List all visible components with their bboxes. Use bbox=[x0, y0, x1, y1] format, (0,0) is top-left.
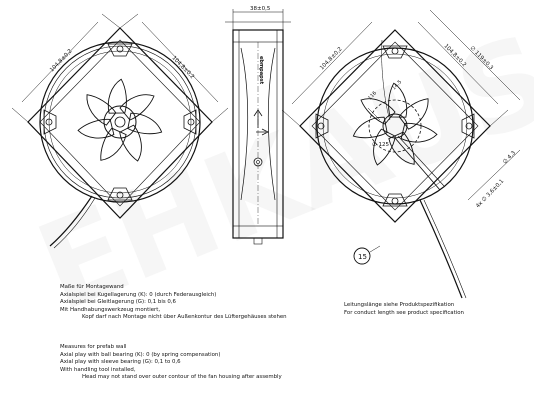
note-en-4: With handling tool installed, bbox=[60, 366, 136, 373]
balloon-label: 15 bbox=[358, 253, 367, 261]
note-en-3: Axial play with sleeve bearing (G): 0,1 … bbox=[60, 359, 181, 366]
note-de-1: Maße für Montagewand bbox=[60, 284, 124, 290]
note-lead-en: For conduct length see product specifica… bbox=[344, 309, 464, 316]
side-label: ebmpapst bbox=[258, 56, 264, 85]
back-view-right bbox=[281, 9, 521, 299]
dim-right-dia-holes: 4x ∅ 3,6±0,1 bbox=[475, 178, 505, 209]
note-lead-de: Leitungslänge siehe Produktspezifikation bbox=[344, 302, 455, 308]
dim-right-a-small: 14,5 bbox=[391, 79, 403, 91]
note-de-5: Kopf darf nach Montage nicht über Außenk… bbox=[82, 314, 287, 321]
note-de-2: Axialspiel bei Kugellagerung (K): 0 (dur… bbox=[60, 291, 217, 298]
note-en-2: Axial play with ball bearing (K): 0 (by … bbox=[60, 351, 221, 358]
notes-german: Maße für Montagewand Axialspiel bei Kuge… bbox=[60, 284, 287, 322]
notes-lead-length: Leitungslänge siehe Produktspezifikation… bbox=[344, 302, 464, 317]
dim-right-b-small: 116 bbox=[367, 90, 378, 101]
note-de-4: Mit Handhabungswerkzeug montiert, bbox=[60, 306, 161, 313]
front-view-left bbox=[11, 13, 229, 249]
note-de-3: Axialspiel bei Gleitlagerung (G): 0,1 bi… bbox=[60, 299, 176, 306]
dim-left-a: 104,8±0,2 bbox=[49, 48, 74, 73]
dim-right-dia-center: ∅ 125 bbox=[372, 142, 390, 148]
dim-right-a: 104,8±0,2 bbox=[443, 43, 468, 68]
dim-side-width: 38±0,5 bbox=[250, 6, 271, 12]
notes-english: Measures for prefab wall Axial play with… bbox=[60, 344, 282, 382]
note-en-1: Measures for prefab wall bbox=[60, 344, 127, 350]
side-view bbox=[225, 9, 291, 245]
dim-right-dia-small: ∅ 4,3 bbox=[502, 150, 517, 166]
dim-right-phi: ∅ 119±0,3 bbox=[469, 45, 495, 71]
note-en-5: Head may not stand over outer contour of… bbox=[82, 374, 282, 381]
dim-right-b: 104,8±0,2 bbox=[319, 46, 344, 71]
